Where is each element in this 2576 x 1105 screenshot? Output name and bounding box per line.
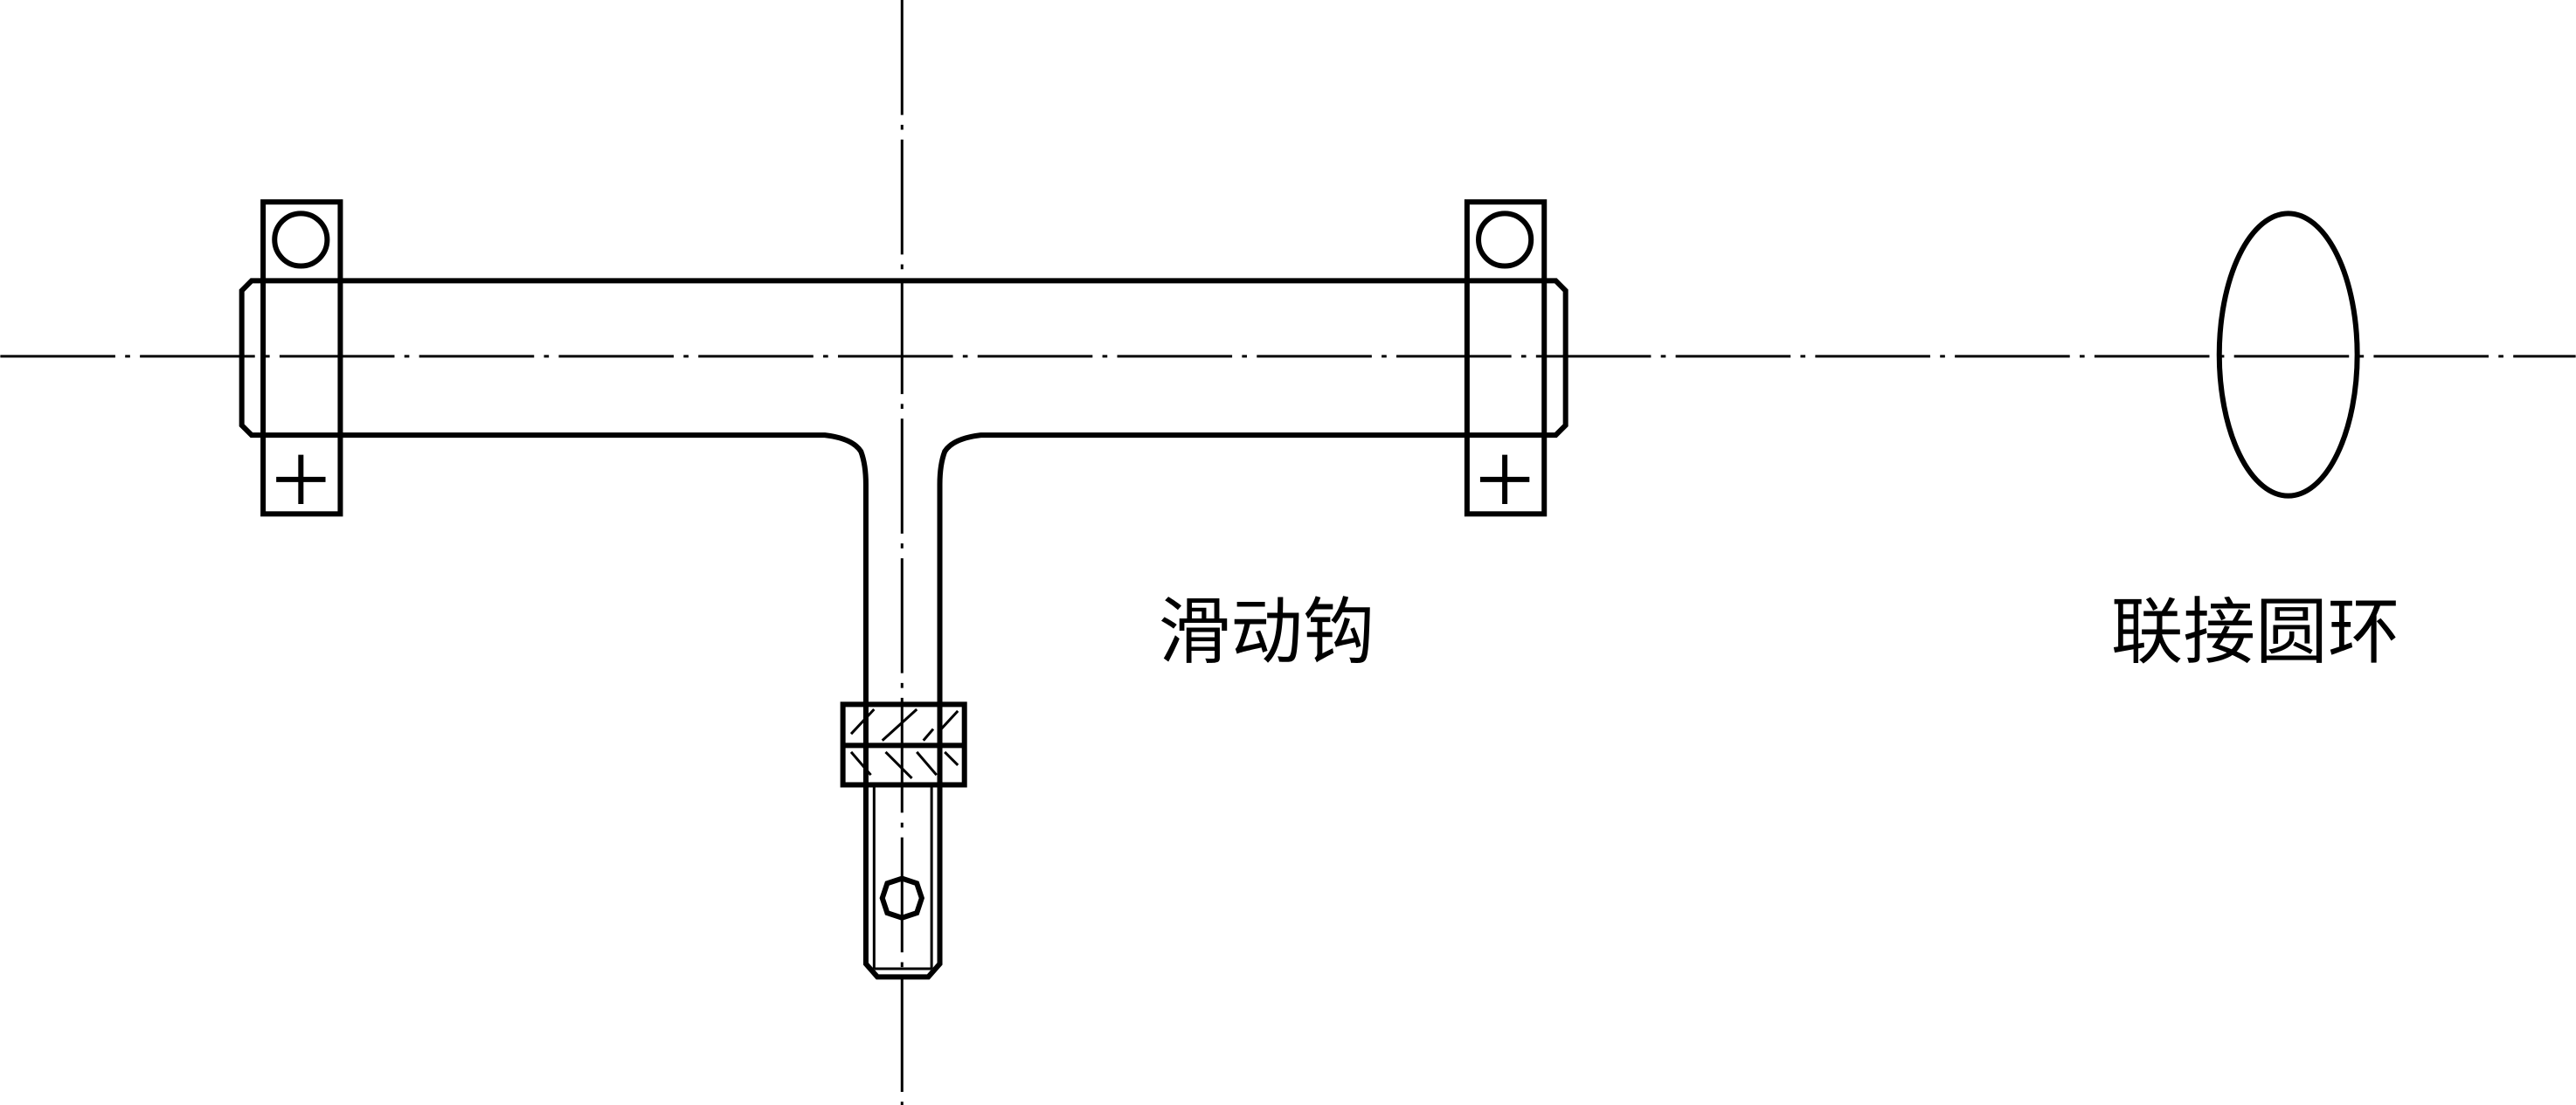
hook-bar-outline (239, 278, 1568, 980)
sliding-hook-label: 滑动钩 (1159, 590, 1375, 674)
hatch-line (922, 728, 935, 742)
hatch-line (937, 709, 959, 734)
hatch-line (881, 708, 918, 742)
pin-hole-icon (879, 875, 925, 921)
hatch-line (884, 750, 913, 780)
hatch-line (849, 750, 872, 777)
hatch-line (916, 750, 938, 777)
connecting-ring-label: 联接圆环 (2111, 590, 2400, 674)
connecting-ring (2216, 211, 2360, 499)
left-clamp-frame (260, 199, 343, 517)
sliding-hook (239, 199, 1568, 980)
bolt-hole-icon (272, 211, 330, 269)
hatch-line (849, 708, 876, 736)
hatch-line (944, 750, 959, 766)
left-clamp (260, 199, 343, 517)
hatched-collar (840, 701, 967, 788)
right-clamp-frame (1464, 199, 1548, 517)
bolt-hole-icon (1476, 211, 1534, 269)
right-clamp (1464, 199, 1548, 517)
